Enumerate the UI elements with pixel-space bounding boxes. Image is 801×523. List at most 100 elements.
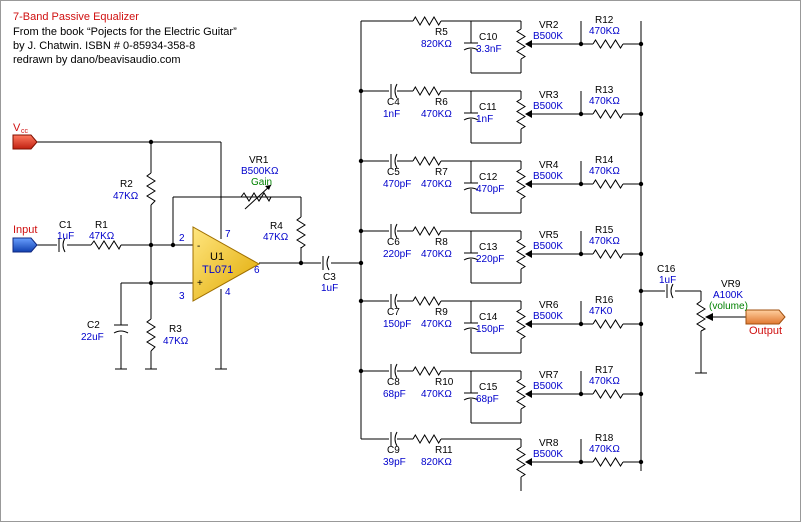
capacitor-c1 bbox=[58, 237, 66, 253]
opamp-pin-7: 7 bbox=[225, 229, 231, 240]
band-resistor bbox=[412, 156, 442, 166]
c3-value: 1uF bbox=[321, 283, 338, 294]
band-pot-ref: VR2 bbox=[539, 20, 559, 31]
band-pot-value: B500K bbox=[533, 171, 563, 182]
band-output-resistor bbox=[592, 319, 624, 329]
r4-value: 47KΩ bbox=[263, 232, 289, 243]
band-cap2-ref: C10 bbox=[479, 32, 498, 43]
band-shunt-capacitor bbox=[463, 327, 479, 331]
band-pot-wiper bbox=[525, 110, 532, 118]
band-pot-ref: VR8 bbox=[539, 438, 559, 449]
vr1-gain-note: Gain bbox=[251, 177, 272, 188]
band-cap2-value: 220pF bbox=[476, 254, 504, 265]
output-bus-junction bbox=[638, 111, 644, 117]
band-shunt-capacitor bbox=[463, 117, 479, 121]
output-bus-junction bbox=[638, 251, 644, 257]
band-res2-value: 47K0 bbox=[589, 306, 613, 317]
band-res-ref: R9 bbox=[435, 307, 448, 318]
r4-ref: R4 bbox=[270, 221, 283, 232]
band-potentiometer bbox=[516, 98, 526, 130]
band-res2-value: 470KΩ bbox=[589, 26, 620, 37]
band-res-value: 470KΩ bbox=[421, 319, 452, 330]
band-pot-ref: VR4 bbox=[539, 160, 559, 171]
opamp-plus-sign: + bbox=[197, 278, 203, 289]
band-pot-wiper bbox=[525, 458, 532, 466]
band-resistor bbox=[412, 296, 442, 306]
opamp-pin-6: 6 bbox=[254, 265, 260, 276]
port-output: Output bbox=[745, 309, 786, 337]
band-cap-ref: C6 bbox=[387, 237, 400, 248]
resistor-r4 bbox=[296, 216, 306, 249]
band-junction bbox=[578, 459, 584, 465]
output-bus-junction bbox=[638, 181, 644, 187]
band-res-value: 470KΩ bbox=[421, 389, 452, 400]
input-label: Input bbox=[13, 224, 37, 236]
opamp-minus-sign: - bbox=[197, 241, 200, 252]
band-shunt-capacitor bbox=[463, 47, 479, 51]
output-bus-junction bbox=[638, 321, 644, 327]
vr9-ref: VR9 bbox=[721, 279, 741, 290]
r3-value: 47KΩ bbox=[163, 336, 189, 347]
r1-ref: R1 bbox=[95, 220, 108, 231]
band-pot-value: B500K bbox=[533, 241, 563, 252]
band-res2-ref: R17 bbox=[595, 365, 614, 376]
band-cap-value: 150pF bbox=[383, 319, 411, 330]
c1-ref: C1 bbox=[59, 220, 72, 231]
book-credit: From the book “Pojects for the Electric … bbox=[13, 26, 237, 38]
opamp-part: TL071 bbox=[202, 264, 233, 276]
equalizer-bands: R5820KΩVR2B500KC103.3nFR12470KΩC41nFR647… bbox=[358, 15, 644, 491]
band-res2-ref: R12 bbox=[595, 15, 614, 26]
band-junction bbox=[578, 41, 584, 47]
band-capacitor bbox=[394, 293, 398, 309]
band-resistor bbox=[412, 434, 442, 444]
band-cap-value: 1nF bbox=[383, 109, 400, 120]
resistor-r3 bbox=[146, 318, 156, 352]
opamp-pin-2: 2 bbox=[179, 233, 185, 244]
c2-ref: C2 bbox=[87, 320, 100, 331]
band-res-ref: R8 bbox=[435, 237, 448, 248]
band-potentiometer bbox=[516, 308, 526, 340]
band-output-resistor bbox=[592, 109, 624, 119]
band-cap-ref: C4 bbox=[387, 97, 400, 108]
band-junction bbox=[578, 251, 584, 257]
vr1-ref: VR1 bbox=[249, 155, 269, 166]
band-shunt-capacitor bbox=[463, 187, 479, 191]
c16-value: 1uF bbox=[659, 275, 676, 286]
band-pot-value: B500K bbox=[533, 449, 563, 460]
band-pot-value: B500K bbox=[533, 311, 563, 322]
band-junction bbox=[578, 181, 584, 187]
band-output-resistor bbox=[592, 39, 624, 49]
band-resistor bbox=[412, 16, 442, 26]
r2-value: 47KΩ bbox=[113, 191, 139, 202]
opamp-pin-4: 4 bbox=[225, 287, 231, 298]
band-pot-wiper bbox=[525, 320, 532, 328]
band-junction bbox=[578, 321, 584, 327]
opamp-u1: U1 TL071 - + 2 3 7 6 4 bbox=[179, 226, 261, 302]
vr9-value: A100K bbox=[713, 290, 743, 301]
band-res-value: 470KΩ bbox=[421, 179, 452, 190]
r3-ref: R3 bbox=[169, 324, 182, 335]
band-resistor bbox=[412, 366, 442, 376]
band-res2-ref: R15 bbox=[595, 225, 614, 236]
output-bus-junction bbox=[638, 459, 644, 465]
potentiometer-vr9 bbox=[696, 300, 713, 332]
band-junction bbox=[578, 391, 584, 397]
band-pot-value: B500K bbox=[533, 31, 563, 42]
schematic-title: 7-Band Passive Equalizer bbox=[13, 11, 139, 23]
band-res2-ref: R16 bbox=[595, 295, 614, 306]
band-pot-wiper bbox=[525, 40, 532, 48]
band-pot-value: B500K bbox=[533, 101, 563, 112]
band-pot-value: B500K bbox=[533, 381, 563, 392]
band-shunt-capacitor bbox=[463, 257, 479, 261]
band-cap2-value: 150pF bbox=[476, 324, 504, 335]
port-vcc: V cc bbox=[12, 122, 38, 150]
band-pot-ref: VR7 bbox=[539, 370, 559, 381]
band-resistor bbox=[412, 226, 442, 236]
band-cap-ref: C9 bbox=[387, 445, 400, 456]
band-res-value: 820KΩ bbox=[421, 457, 452, 468]
band-pot-wiper bbox=[525, 250, 532, 258]
band-cap2-value: 3.3nF bbox=[476, 44, 502, 55]
band-res2-value: 470KΩ bbox=[589, 166, 620, 177]
